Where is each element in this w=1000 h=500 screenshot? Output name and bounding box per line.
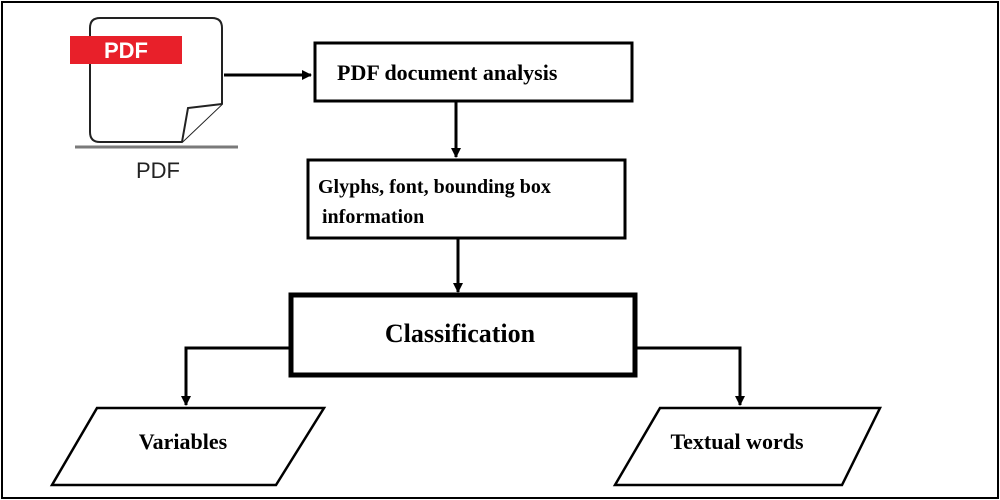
pdf-badge bbox=[70, 36, 182, 64]
variables-label: Variables bbox=[139, 429, 228, 454]
variables-output bbox=[49, 406, 327, 487]
info-label-line2: information bbox=[322, 206, 424, 228]
info-box bbox=[306, 158, 627, 240]
classification-box bbox=[288, 292, 638, 378]
classification-label: Classification bbox=[385, 319, 536, 348]
textual-output bbox=[612, 406, 883, 487]
analysis-box bbox=[313, 41, 634, 103]
pdf-badge-label: PDF bbox=[104, 38, 148, 63]
pdf-file-icon: PDF PDF bbox=[70, 17, 238, 183]
textual-label: Textual words bbox=[670, 429, 803, 454]
arrow-classification-to-textual bbox=[635, 346, 745, 406]
pdf-caption: PDF bbox=[136, 158, 180, 183]
arrow-classification-to-variables bbox=[181, 346, 291, 406]
analysis-label: PDF document analysis bbox=[337, 60, 558, 85]
info-label-line1: Glyphs, font, bounding box bbox=[318, 176, 551, 198]
